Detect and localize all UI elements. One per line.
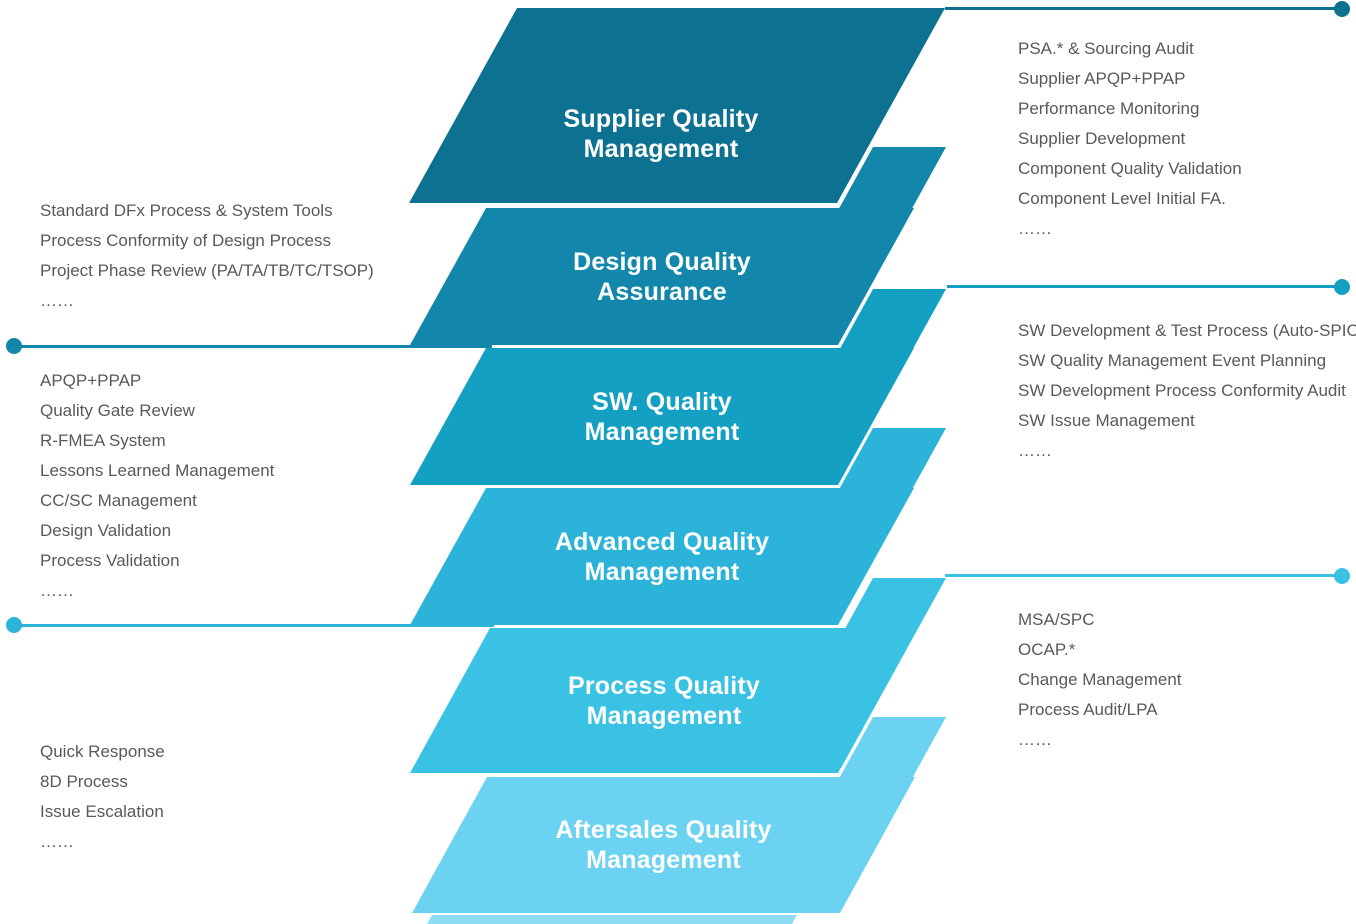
band-title-line: Management — [584, 417, 740, 446]
list-item: Component Level Initial FA. — [1018, 189, 1226, 208]
list-item: …… — [1018, 730, 1052, 749]
band-title-line: Management — [583, 135, 739, 163]
connector-dot-sw — [1334, 279, 1350, 295]
band-title-line: SW. Quality — [592, 387, 732, 416]
item-group-supplier-quality: PSA.* & Sourcing Audit Supplier APQP+PPA… — [1018, 34, 1242, 244]
list-item: Process Conformity of Design Process — [40, 231, 331, 250]
list-item: Process Validation — [40, 551, 180, 570]
band-title-line: Management — [584, 557, 740, 586]
list-item: Quality Gate Review — [40, 401, 195, 420]
list-item: Issue Escalation — [40, 802, 164, 821]
band-title-design-quality-assurance: Design Quality Assurance — [410, 247, 914, 307]
list-item: Component Quality Validation — [1018, 159, 1242, 178]
band-title-line: Management — [586, 701, 742, 730]
band-title-line: Design Quality — [573, 247, 751, 276]
band-title-aftersales-quality-management: Aftersales Quality Management — [412, 815, 915, 875]
list-item: Quick Response — [40, 742, 165, 761]
list-item: SW Development & Test Process (Auto-SPIC… — [1018, 321, 1356, 340]
band-title-supplier-quality-management: Supplier Quality Management — [393, 104, 929, 164]
connector-dot-process — [1334, 568, 1350, 584]
band-advanced-quality-management: Advanced Quality Management — [410, 488, 914, 625]
connector-line-advanced — [14, 624, 494, 627]
item-group-aftersales-quality: Quick Response 8D Process Issue Escalati… — [40, 737, 165, 857]
list-item: Change Management — [1018, 670, 1182, 689]
list-item: Project Phase Review (PA/TA/TB/TC/TSOP) — [40, 261, 374, 280]
list-item: Supplier Development — [1018, 129, 1186, 148]
list-item: Design Validation — [40, 521, 172, 540]
list-item: Process Audit/LPA — [1018, 700, 1158, 719]
list-item: APQP+PPAP — [40, 371, 142, 390]
connector-line-process — [945, 574, 1342, 577]
connector-line-sw — [947, 285, 1342, 288]
connector-dot-design — [6, 338, 22, 354]
band-sw-quality-management: SW. Quality Management — [410, 348, 914, 485]
list-item: SW Issue Management — [1018, 411, 1195, 430]
list-item: SW Development Process Conformity Audit — [1018, 381, 1346, 400]
band-title-process-quality-management: Process Quality Management — [410, 671, 918, 731]
list-item: Supplier APQP+PPAP — [1018, 69, 1186, 88]
band-title-line: Process Quality — [568, 671, 760, 700]
band-aftersales-quality-management: Aftersales Quality Management — [412, 777, 915, 913]
band-title-line: Supplier Quality — [563, 105, 759, 133]
list-item: PSA.* & Sourcing Audit — [1018, 39, 1194, 58]
list-item: Standard DFx Process & System Tools — [40, 201, 333, 220]
band-title-line: Management — [586, 846, 741, 874]
item-group-process-quality: MSA/SPC OCAP.* Change Management Process… — [1018, 605, 1182, 755]
connector-dot-supplier — [1334, 1, 1350, 17]
band-design-quality-assurance: Design Quality Assurance — [410, 208, 914, 345]
list-item: SW Quality Management Event Planning — [1018, 351, 1327, 370]
list-item: …… — [40, 291, 74, 310]
band-title-line: Advanced Quality — [554, 527, 770, 556]
list-item: Performance Monitoring — [1018, 99, 1200, 118]
connector-dot-advanced — [6, 617, 22, 633]
list-item: Lessons Learned Management — [40, 461, 275, 480]
item-group-advanced-quality: APQP+PPAP Quality Gate Review R-FMEA Sys… — [40, 366, 274, 606]
list-item: MSA/SPC — [1018, 610, 1095, 629]
list-item: …… — [40, 581, 74, 600]
list-item: CC/SC Management — [40, 491, 197, 510]
list-item: …… — [40, 832, 74, 851]
item-group-design-quality: Standard DFx Process & System Tools Proc… — [40, 196, 374, 316]
list-item: OCAP.* — [1018, 640, 1076, 659]
band-title-advanced-quality-management: Advanced Quality Management — [410, 527, 914, 587]
band-title-line: Assurance — [597, 277, 727, 306]
connector-line-supplier — [945, 7, 1342, 10]
item-group-sw-quality: SW Development & Test Process (Auto-SPIC… — [1018, 316, 1356, 466]
band-process-quality-management: Process Quality Management — [410, 628, 918, 773]
list-item: …… — [1018, 441, 1052, 460]
list-item: R-FMEA System — [40, 431, 166, 450]
connector-line-design — [14, 345, 492, 348]
band-title-sw-quality-management: SW. Quality Management — [410, 387, 914, 447]
band-echo-aftersales — [427, 915, 797, 924]
list-item: …… — [1018, 219, 1052, 238]
band-title-line: Aftersales Quality — [555, 816, 772, 844]
list-item: 8D Process — [40, 772, 128, 791]
